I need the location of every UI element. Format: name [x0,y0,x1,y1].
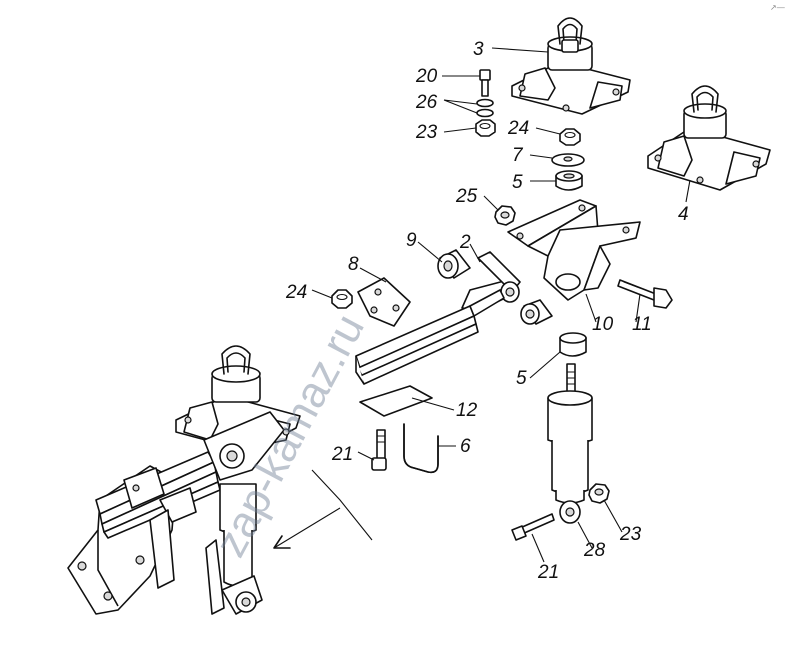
bolt-11-icon [617,279,673,309]
washer-7-icon [551,153,585,167]
label-23-lower: 23 [619,524,642,545]
bolt-21-left-icon [371,429,387,471]
part-labels: 3 20 26 23 24 7 5 4 25 9 2 8 24 10 11 5 … [285,39,689,583]
assembled-suspension-icon [67,345,301,615]
nut-25-icon [494,205,516,226]
shock-absorber-right-icon [547,363,593,524]
bracket-10-icon [507,199,641,301]
corner-mark: ↗— [770,3,785,12]
label-28: 28 [583,540,606,561]
label-7: 7 [512,145,524,166]
bushing-9-icon [437,249,471,279]
label-11: 11 [632,314,652,335]
ubolt-6-icon [403,423,439,474]
label-24-upper: 24 [507,118,529,139]
nut-23-lower-icon [588,483,610,504]
label-2: 2 [459,232,471,253]
bushing-5-lower-icon [559,332,587,357]
label-12: 12 [456,400,478,421]
bracket-3-icon [511,17,631,115]
label-20: 20 [415,66,438,87]
washers-26-icon [476,98,494,118]
label-4: 4 [678,204,689,225]
nut-23-icon [475,119,496,137]
label-8: 8 [348,254,359,275]
nut-24-upper-icon [559,128,581,146]
bushing-5-upper-icon [555,170,583,191]
leader-lines [311,47,691,563]
label-3: 3 [473,39,484,60]
label-24-left: 24 [285,282,307,303]
direction-arrow-icon [273,469,373,549]
label-25: 25 [455,186,478,207]
nut-24-left-icon [331,289,353,309]
label-21-right: 21 [537,562,559,583]
bolt-21-right-icon [511,513,555,541]
label-9: 9 [406,230,417,251]
label-6: 6 [460,436,471,457]
plate-8-icon [357,277,411,327]
label-26: 26 [415,92,438,113]
label-5-lower: 5 [516,368,527,389]
plate-12-icon [359,385,433,417]
bushing-lower-icon [520,299,553,325]
leaf-spring-icon [355,289,505,385]
bracket-4-icon [647,85,771,191]
label-23-upper: 23 [415,122,438,143]
label-5-upper: 5 [512,172,523,193]
label-10: 10 [592,314,614,335]
label-21-left: 21 [331,444,353,465]
bolt-20-icon [479,69,491,97]
